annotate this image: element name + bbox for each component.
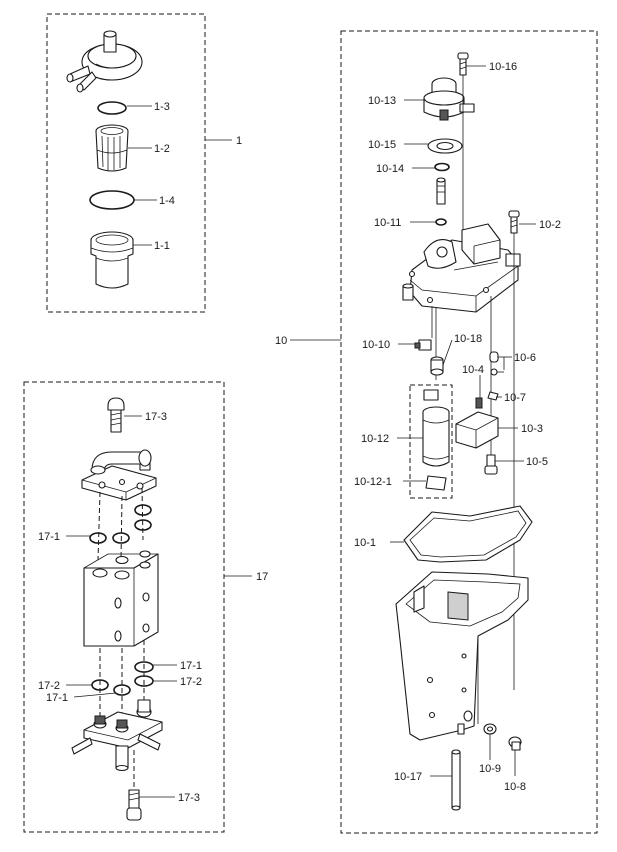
relay-10-3: [455, 411, 499, 449]
callout-17: 17: [256, 571, 268, 583]
o-ring-10-14: [434, 162, 450, 172]
callout-1-1: 1-1: [154, 240, 170, 252]
small-fittings: [475, 351, 499, 409]
screw-10-2: [508, 210, 520, 234]
damper-10-18: [430, 356, 444, 376]
callout-10: 10: [275, 335, 287, 347]
pressure-regulator: [423, 77, 475, 121]
vapor-separator-group: 10-16 10-13 10-15 10-14 10-11 10-2 10 10…: [275, 30, 598, 834]
gasket-10-1: [403, 505, 533, 563]
callout-10-14: 10-14: [376, 163, 404, 175]
callout-10-16: 10-16: [489, 61, 517, 73]
callout-10-11: 10-11: [374, 217, 401, 229]
fuel-pump-assembly: [409, 384, 453, 499]
callout-17-3-bottom: 17-3: [178, 792, 200, 804]
separator-cover: [402, 223, 521, 313]
fuel-joint-group: 17-3 17-1 17-1 17-2 17-2 17-1 17-3 17: [23, 381, 268, 833]
o-ring-large: [89, 190, 135, 210]
nozzle-pipe: [436, 177, 446, 205]
bolt-upper: [107, 397, 125, 433]
group-10-boundary: [340, 30, 598, 834]
callout-10-4: 10-4: [462, 364, 484, 376]
group-1-boundary: [46, 13, 206, 313]
callout-10-12: 10-12: [361, 433, 389, 445]
callout-10-13: 10-13: [368, 95, 396, 107]
callout-10-15: 10-15: [368, 139, 396, 151]
connector-10-10: [414, 339, 432, 351]
o-ring-10-11: [435, 218, 447, 226]
callout-17-1-lower: 17-1: [46, 692, 68, 704]
callout-10-12-1: 10-12-1: [354, 476, 392, 488]
separator-body: [395, 571, 529, 741]
callout-10-9: 10-9: [479, 763, 501, 775]
callout-10-1: 10-1: [354, 537, 376, 549]
callout-10-6: 10-6: [514, 352, 536, 364]
seal-washer: [427, 138, 463, 154]
joint-block: [83, 550, 159, 647]
group-1-leaders: [127, 105, 232, 246]
callout-10-5: 10-5: [526, 456, 548, 468]
callout-17-3-top: 17-3: [145, 411, 167, 423]
pipe-10-17: [451, 749, 461, 811]
drain-plug-parts: [483, 723, 522, 751]
callout-10-7: 10-7: [504, 392, 526, 404]
bottom-plate: [71, 699, 163, 772]
callout-10-8: 10-8: [504, 781, 526, 793]
filter-element: [95, 124, 129, 172]
bolt-10-5: [484, 454, 498, 475]
fuel-filter-group: 1-3 1-2 1-4 1-1 1: [46, 13, 242, 313]
bolt-lower: [126, 750, 142, 821]
screw-top: [457, 52, 469, 76]
callout-17-1-right: 17-1: [180, 660, 202, 672]
callout-10-17: 10-17: [394, 771, 422, 783]
group-10-leaders: [290, 65, 536, 777]
callout-1-3: 1-3: [154, 101, 170, 113]
callout-17-2-right: 17-2: [180, 676, 202, 688]
callout-10-18: 10-18: [454, 333, 482, 345]
callout-1-2: 1-2: [154, 143, 170, 155]
group-17-boundary: [23, 381, 225, 833]
callout-10-2: 10-2: [539, 219, 561, 231]
dash-guides-upper: [97, 487, 144, 561]
callout-10-3: 10-3: [521, 423, 543, 435]
callout-10-10: 10-10: [362, 339, 390, 351]
group-17-leaders: [66, 415, 252, 798]
dash-guides-lower: [99, 640, 145, 725]
filter-bowl: [90, 231, 134, 289]
filter-head: [66, 30, 143, 93]
callout-1: 1: [236, 135, 242, 147]
callout-17-2-left: 17-2: [38, 680, 60, 692]
callout-1-4: 1-4: [159, 195, 175, 207]
callout-17-1-left: 17-1: [38, 531, 60, 543]
top-cover-plate: [81, 449, 157, 501]
o-ring-small: [97, 101, 127, 115]
